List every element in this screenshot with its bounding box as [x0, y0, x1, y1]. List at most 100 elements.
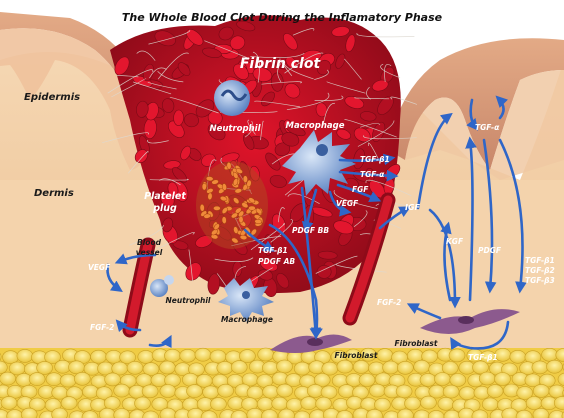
label-tgf-b1-top: TGF-β1 [360, 155, 390, 164]
label-pdgf-right: PDGF [478, 246, 502, 255]
fat-cell [549, 385, 564, 398]
fat-cell [449, 349, 465, 362]
fat-cell [429, 385, 445, 398]
fat-cell [21, 385, 37, 398]
platelet [200, 204, 205, 211]
fat-cell [526, 397, 542, 410]
label-vegf-clot: VEGF [336, 199, 359, 208]
label-blood-vessel-2: vessel [136, 248, 163, 257]
fat-cell [21, 408, 37, 418]
label-platelet-plug-1: Platelet [144, 191, 186, 202]
fat-cell [547, 360, 563, 373]
label-tgf-b1-right: TGF-β1 [525, 256, 555, 265]
label-tgf-a-top: TGF-α [360, 170, 385, 179]
platelet [206, 176, 213, 181]
fat-cell [397, 361, 413, 374]
label-fgf: FGF [352, 185, 369, 194]
neutrophil-clot-cell [214, 80, 250, 116]
fat-cell [106, 350, 122, 363]
label-macrophage-clot: Macrophage [286, 121, 345, 131]
fat-cell [1, 396, 17, 409]
fat-cell [61, 397, 77, 410]
diagram-title: The Whole Blood Clot During the Inflamat… [122, 11, 443, 24]
label-macrophage-bottom: Macrophage [221, 315, 273, 324]
fat-cell [247, 386, 263, 399]
label-kgf: KGF [446, 237, 464, 246]
fat-cell [203, 386, 219, 399]
platelet [239, 216, 244, 223]
fat-cell [69, 361, 85, 374]
fat-cell [0, 372, 16, 385]
fat-cell [60, 374, 76, 387]
label-fibroblast-bottom: Fibroblast [335, 351, 378, 360]
fat-cell [262, 361, 278, 374]
label-epidermis: Epidermis [24, 92, 80, 103]
fat-cell [91, 350, 107, 363]
label-dermis: Dermis [34, 188, 74, 199]
fat-cell [322, 362, 338, 375]
platelet [227, 162, 232, 169]
fat-cell [164, 349, 180, 362]
red-blood-cell [173, 110, 184, 126]
label-tgf-b2-right: TGF-β2 [525, 266, 555, 275]
fat-cell [195, 348, 211, 361]
fat-cell [459, 387, 475, 400]
label-fgf2-right: FGF-2 [377, 298, 401, 307]
fat-cell [160, 385, 176, 398]
fat-cell [37, 361, 53, 374]
fat-cell [105, 373, 121, 386]
label-neutrophil-vessel: Neutrophil [166, 296, 211, 305]
platelet [255, 219, 262, 224]
fat-cell [218, 384, 234, 397]
fat-cell [502, 408, 518, 418]
fat-cell [383, 361, 399, 374]
label-vegf-left: VEGF [88, 263, 111, 272]
label-tgf-b3-right: TGF-β3 [525, 276, 555, 285]
fat-cell [301, 397, 317, 410]
fat-cell [479, 372, 495, 385]
fat-cell [414, 360, 430, 373]
fat-cell [495, 373, 511, 386]
fat-cell [338, 385, 354, 398]
label-tgf-b1-bottom: TGF-β1 [468, 353, 498, 362]
fat-cell [353, 360, 369, 373]
fat-cell [104, 397, 120, 410]
fat-cell [438, 397, 454, 410]
fat-cell [316, 397, 332, 410]
platelet [213, 206, 220, 211]
platelet [248, 206, 255, 210]
red-blood-cell [233, 261, 243, 277]
fat-cell [487, 385, 503, 398]
label-platelet-plug-2: plug [152, 203, 177, 214]
fat-cell [263, 385, 279, 398]
fat-cell [138, 350, 154, 363]
fat-cell [231, 361, 247, 374]
fat-cell [396, 385, 412, 398]
label-neutrophil-clot: Neutrophil [210, 124, 262, 134]
label-pdgf-bb: PDGF BB [292, 226, 329, 235]
fat-cell [210, 398, 226, 411]
platelet [222, 216, 227, 223]
label-tgf-a-right: TGF-α [475, 123, 500, 132]
fat-cell [210, 350, 226, 363]
fat-cell [307, 384, 323, 397]
fat-cell [114, 384, 130, 397]
fat-cell [377, 349, 393, 362]
fat-cell [533, 384, 549, 397]
fat-cell [180, 349, 196, 362]
fat-cell [142, 385, 158, 398]
fat-cell [52, 408, 68, 418]
label-fibroblast-right: Fibroblast [395, 339, 438, 348]
fat-cell [257, 398, 273, 411]
fat-cell [337, 360, 353, 373]
fat-cell [420, 373, 436, 386]
fat-cell [359, 374, 375, 387]
fat-cell [272, 397, 288, 410]
fat-cell [294, 362, 310, 375]
fat-cell [510, 350, 526, 363]
platelet [207, 193, 212, 200]
label-tgf-b1-plug: TGF-β1 [258, 246, 288, 255]
fat-cell [182, 373, 198, 386]
fat-cell [443, 385, 459, 398]
